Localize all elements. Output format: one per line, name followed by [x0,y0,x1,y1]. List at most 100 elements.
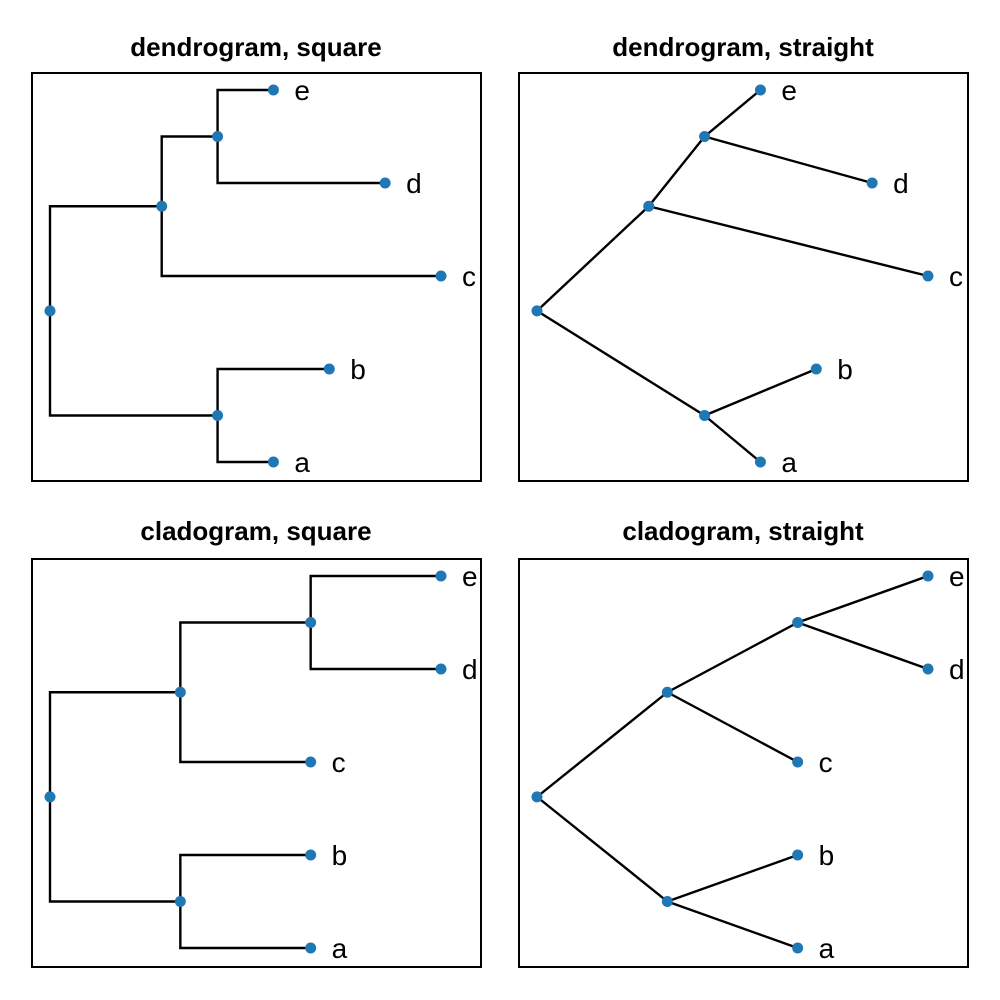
leaf-label: c [819,747,833,778]
tree-node-dot [661,896,673,907]
tree-edge [48,205,162,311]
leaf-label: d [893,168,909,199]
tree-edge [704,367,817,417]
panel-title-cladogram-square: cladogram, square [140,516,372,546]
tree-node-dot [792,756,804,768]
tree-edge [179,692,311,764]
leaf-label: a [294,447,310,478]
tree-node-dot [267,84,279,96]
tree-edge [216,136,386,185]
tree-node-dot [922,270,934,282]
tree-edge [48,310,218,417]
tree-edge [160,206,441,278]
tree-node-dot [792,942,804,954]
tree-node-dot [810,363,822,375]
leaf-label: e [294,75,310,106]
tree-edge [216,415,274,464]
tree-edge [536,309,706,417]
panel-border [518,72,969,482]
tree-node-dot [435,270,447,282]
tree-node-dot [156,200,168,212]
leaf-label: a [332,933,348,964]
tree-edge [797,621,929,671]
tree-edge [536,691,669,798]
tree-node-dot [922,663,934,675]
leaf-label: c [462,261,476,292]
tree-panel-dendrogram-square: e d c b a [31,72,482,482]
tree-edge [648,205,929,278]
panel-title-dendrogram-square: dendrogram, square [130,32,382,62]
tree-edge [536,795,669,903]
panel-title-dendrogram-straight: dendrogram, straight [612,32,874,62]
tree-node-dot [922,570,934,582]
leaf-label: d [949,654,965,685]
tree-node-dot [174,686,186,698]
tree-node-dot [699,131,711,142]
leaf-label: d [406,168,422,199]
tree-edge [179,853,311,902]
tree-edge [703,414,762,463]
tree-node-dot [531,791,543,803]
leaf-label: e [949,561,965,592]
tree-edge [216,367,330,416]
tree-edge [703,89,762,138]
leaf-label: c [949,261,963,292]
tree-edge [666,691,799,764]
leaf-label: a [781,447,797,478]
tree-edge [704,135,873,185]
tree-node-dot [174,896,186,907]
panel-border [518,558,969,968]
tree-node-dot [323,363,335,375]
tree-node-dot [699,410,711,421]
leaf-label: b [350,354,366,385]
tree-panel-dendrogram-straight: e d c b a [518,72,969,482]
tree-edge [309,574,441,623]
leaf-label: b [332,840,348,871]
tree-node-dot [212,410,224,421]
tree-edge [48,796,181,903]
tree-edge [309,622,441,671]
leaf-label: b [819,840,835,871]
tree-edge [666,621,799,694]
leaf-label: d [462,654,478,685]
leaf-label: a [819,933,835,964]
tree-node-dot [44,791,56,803]
panel-title-cladogram-straight: cladogram, straight [622,516,864,546]
leaf-label: e [462,561,478,592]
tree-edge [666,853,799,903]
leaf-label: c [332,747,346,778]
tree-edge [797,574,929,624]
tree-node-dot [531,305,543,317]
tree-node-dot [305,849,317,861]
tree-node-dot [267,456,279,468]
panel-border [31,72,482,482]
tree-node-dot [305,756,317,768]
tree-edge [216,88,274,137]
tree-node-dot [661,686,673,698]
tree-node-dot [44,305,56,317]
tree-node-dot [212,131,224,142]
tree-panel-cladogram-straight: e d c b a [518,558,969,968]
tree-edge [536,205,650,312]
leaf-label: b [837,354,853,385]
tree-node-dot [754,456,766,468]
tree-node-dot [754,84,766,96]
tree-edge [647,135,706,208]
tree-node-dot [792,849,804,861]
tree-node-dot [792,617,804,628]
panel-border [31,558,482,968]
tree-node-dot [866,177,878,189]
tree-edge [160,135,218,207]
tree-node-dot [435,570,447,582]
tree-node-dot [643,200,655,212]
tree-edge [666,900,799,950]
leaf-label: e [781,75,797,106]
tree-edge [179,901,311,950]
tree-node-dot [305,942,317,954]
tree-node-dot [435,663,447,675]
tree-edge [179,621,311,693]
tree-edge [48,691,181,797]
tree-node-dot [305,617,317,628]
tree-panel-cladogram-square: e d c b a [31,558,482,968]
